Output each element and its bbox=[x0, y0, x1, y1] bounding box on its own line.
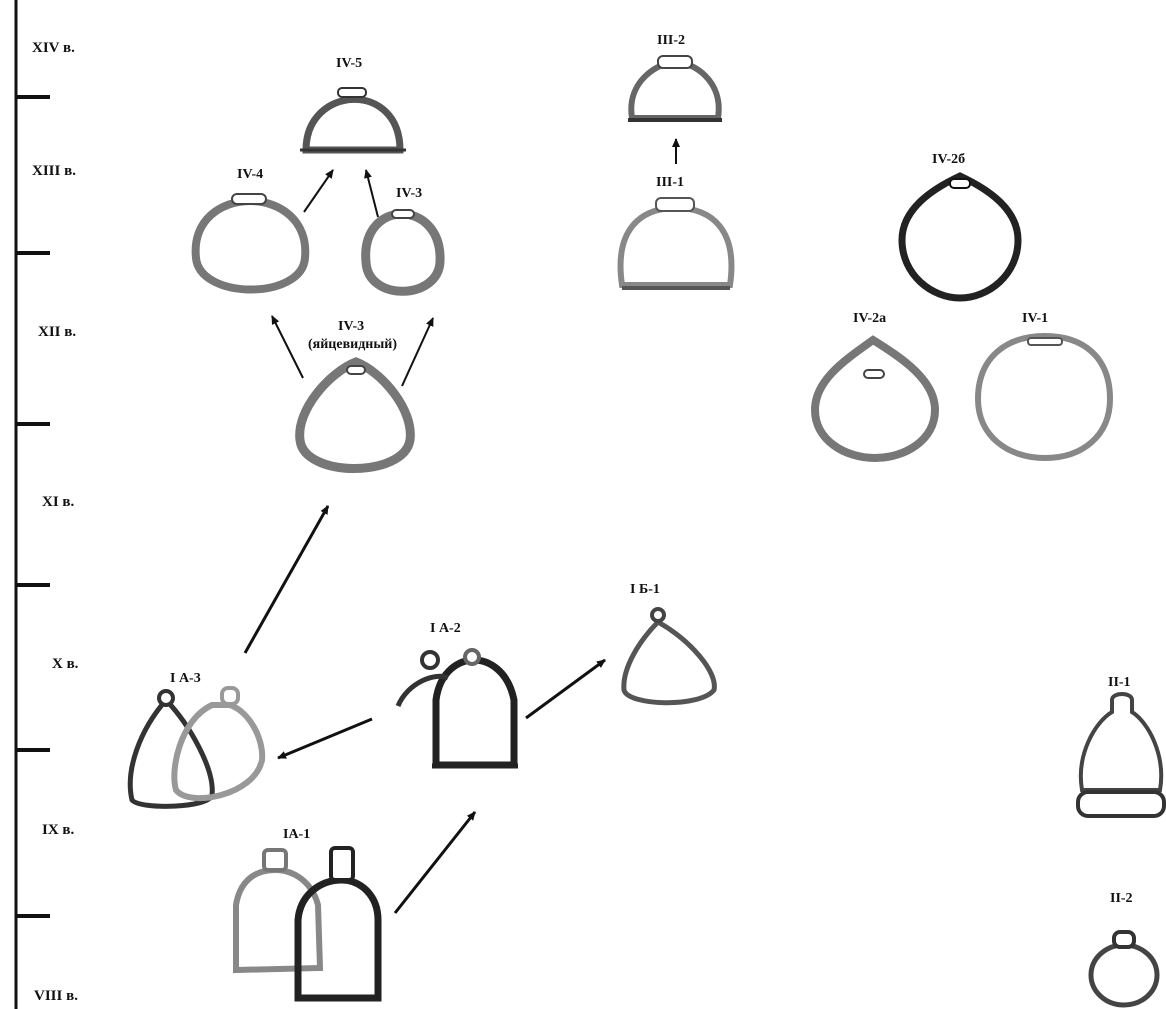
stirrup-ii1-drawing bbox=[1078, 692, 1164, 792]
stirrup-iii1: III-1 bbox=[617, 175, 735, 290]
stirrup-ia1-drawing-a bbox=[233, 866, 324, 974]
stirrup-iv3-upper-drawing bbox=[361, 209, 445, 296]
stirrup-iv2b: IV-2б bbox=[898, 152, 1022, 302]
stirrup-ia3: I А-3 bbox=[127, 671, 266, 809]
arrow-ia3-to-iv3ovoid bbox=[243, 505, 330, 654]
stirrup-ii2-drawing bbox=[1088, 942, 1160, 1008]
type-label-iv3-upper: IV-3 bbox=[396, 186, 422, 201]
type-label-ia1: IA-1 bbox=[283, 827, 310, 842]
type-label-iv4: IV-4 bbox=[237, 167, 263, 182]
arrow-iv3ovoid-to-iv4 bbox=[271, 315, 304, 379]
stirrup-ia1-drawing-b bbox=[294, 876, 382, 1002]
timeline: XIV в. XIII в. XII в. XI в. X в. IX в. V… bbox=[14, 0, 79, 1009]
arrow-iv3ovoid-to-iv3 bbox=[401, 317, 434, 387]
type-label-ia3: I А-3 bbox=[170, 671, 201, 686]
century-label: IX в. bbox=[42, 822, 75, 838]
type-label-iv3-note: (яйцевидный) bbox=[308, 337, 397, 352]
evolution-arrows bbox=[243, 138, 680, 914]
type-label-ib1: I Б-1 bbox=[630, 582, 660, 597]
type-label-iii1: III-1 bbox=[656, 175, 684, 190]
type-label-ii1: II-1 bbox=[1108, 675, 1131, 690]
stirrup-iv2a: IV-2а bbox=[810, 311, 940, 463]
arrow-iv3-to-iv5 bbox=[364, 169, 379, 218]
arrow-ia2-to-ia3 bbox=[277, 717, 373, 760]
arrow-ia1-to-ia2 bbox=[393, 811, 477, 914]
type-label-iv2a: IV-2а bbox=[853, 311, 886, 326]
stirrup-iv2b-drawing bbox=[898, 172, 1022, 302]
type-label-iv2b: IV-2б bbox=[932, 152, 965, 167]
stirrup-iv5-drawing bbox=[302, 95, 404, 154]
stirrup-iv3-upper: IV-3 bbox=[361, 186, 445, 296]
type-label-iv1: IV-1 bbox=[1022, 311, 1048, 326]
arrow-ia2-to-ib1 bbox=[525, 658, 606, 720]
century-label: XIV в. bbox=[32, 40, 75, 56]
century-label: XI в. bbox=[42, 494, 75, 510]
type-label-ii2: II-2 bbox=[1110, 891, 1133, 906]
stirrup-iv4-drawing bbox=[191, 197, 310, 294]
stirrup-ia3-drawing-a bbox=[127, 696, 215, 809]
type-label-iv3-lower: IV-3 bbox=[338, 319, 364, 334]
stirrup-iv3-ovoid-drawing bbox=[295, 357, 415, 473]
stirrup-ia3-drawing-b bbox=[171, 702, 266, 801]
stirrup-iii2-drawing bbox=[628, 58, 722, 121]
stirrup-iv1-drawing bbox=[974, 332, 1114, 462]
type-label-ia2: I А-2 bbox=[430, 621, 461, 636]
century-label: X в. bbox=[52, 656, 79, 672]
stirrup-iv4: IV-4 bbox=[191, 167, 310, 294]
century-label: VIII в. bbox=[34, 988, 78, 1004]
stirrup-iii1-drawing bbox=[617, 204, 735, 288]
stirrup-ia1: IA-1 bbox=[233, 827, 382, 1002]
stirrup-iv1: IV-1 bbox=[974, 311, 1114, 462]
stirrup-iii2: III-2 bbox=[628, 33, 722, 122]
stirrup-iv3-ovoid: IV-3 (яйцевидный) bbox=[295, 319, 415, 473]
century-label: XIII в. bbox=[32, 163, 76, 179]
stirrup-ii1: II-1 bbox=[1076, 675, 1166, 818]
type-label-iv5: IV-5 bbox=[336, 56, 362, 71]
stirrup-iv2a-drawing bbox=[810, 335, 940, 463]
stirrup-ii2: II-2 bbox=[1088, 891, 1160, 1008]
century-label: XII в. bbox=[38, 324, 76, 340]
stirrup-ib1: I Б-1 bbox=[621, 582, 717, 706]
stirrup-iv5: IV-5 bbox=[300, 56, 406, 154]
arrow-iv4-to-iv5 bbox=[303, 169, 334, 213]
type-label-iii2: III-2 bbox=[657, 33, 685, 48]
stirrup-ia2: I А-2 bbox=[395, 621, 518, 769]
stirrup-ib1-drawing bbox=[621, 618, 717, 706]
